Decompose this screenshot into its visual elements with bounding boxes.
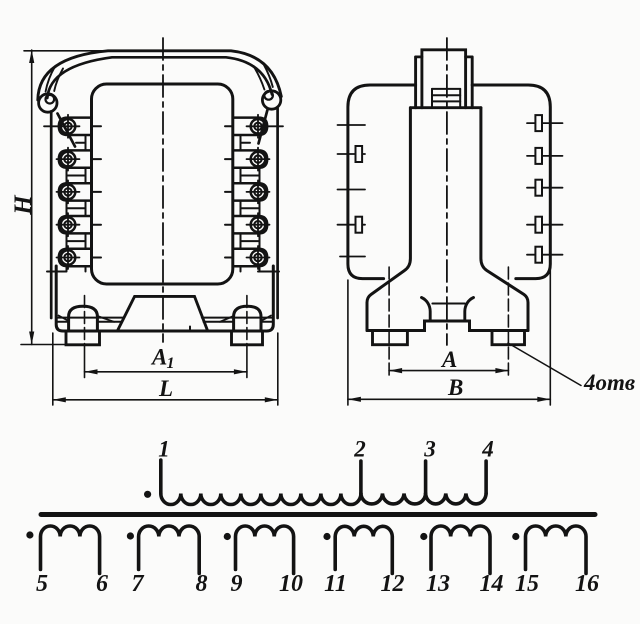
svg-text:3: 3 <box>423 437 436 462</box>
svg-text:12: 12 <box>381 571 405 597</box>
svg-text:7: 7 <box>132 571 145 597</box>
svg-text:4: 4 <box>481 437 494 462</box>
svg-text:L: L <box>158 376 173 401</box>
svg-text:13: 13 <box>426 571 450 597</box>
svg-text:15: 15 <box>515 571 539 597</box>
svg-text:6: 6 <box>96 571 108 597</box>
svg-text:A: A <box>150 345 167 370</box>
svg-text:11: 11 <box>324 571 347 597</box>
svg-text:9: 9 <box>231 571 243 597</box>
svg-text:14: 14 <box>480 571 504 597</box>
svg-text:2: 2 <box>353 437 366 462</box>
svg-text:8: 8 <box>196 571 208 597</box>
svg-text:1: 1 <box>158 437 170 462</box>
svg-text:H: H <box>10 194 37 216</box>
svg-text:10: 10 <box>279 571 303 597</box>
svg-text:1: 1 <box>167 355 175 372</box>
svg-text:B: B <box>447 375 463 400</box>
svg-text:16: 16 <box>575 571 599 597</box>
svg-text:5: 5 <box>36 571 48 597</box>
svg-text:4отв: 4отв <box>583 370 635 395</box>
svg-text:A: A <box>440 347 457 372</box>
